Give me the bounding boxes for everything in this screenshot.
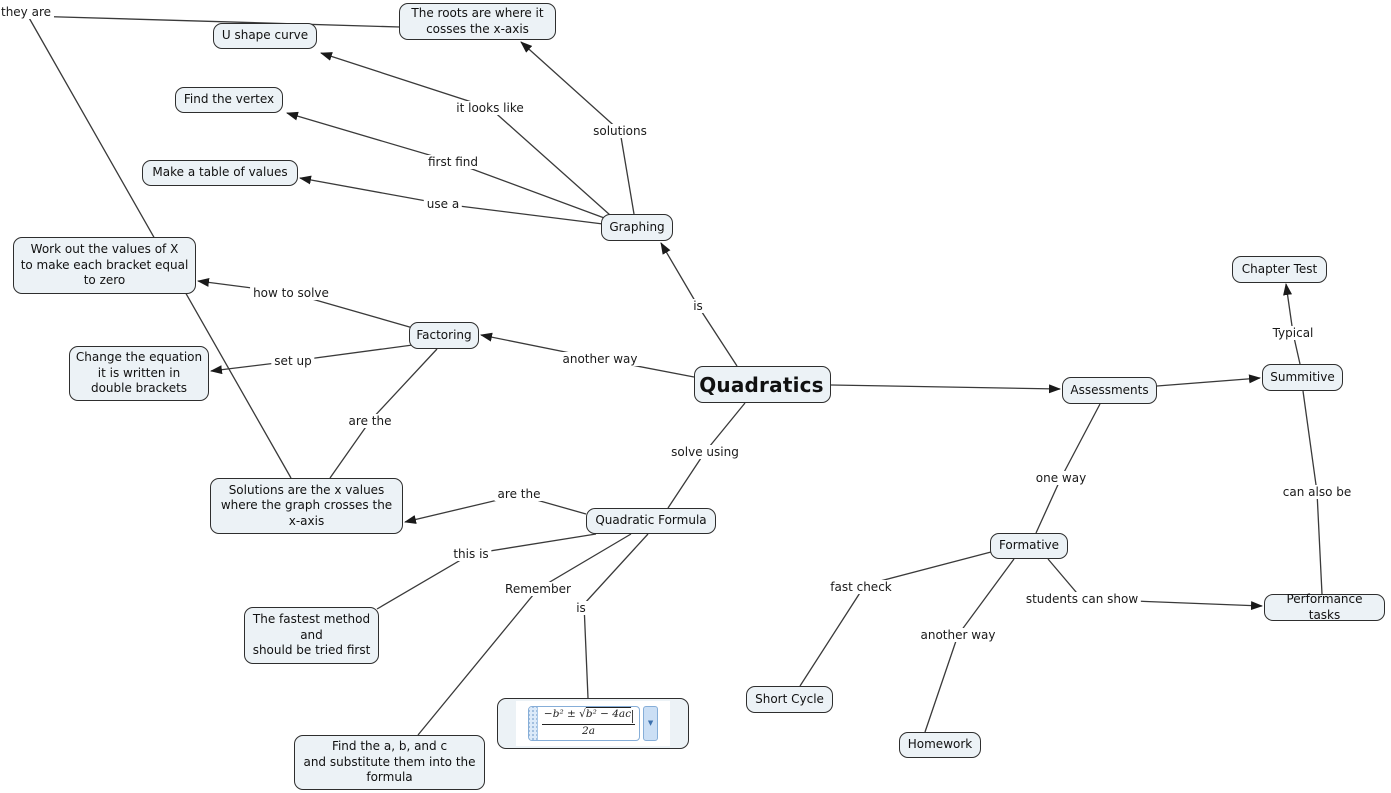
link-label-are-the-1[interactable]: are the (345, 414, 395, 428)
node-fastest-method[interactable]: The fastest method and should be tried f… (244, 607, 379, 664)
node-label: Quadratic Formula (595, 513, 707, 528)
node-summitive[interactable]: Summitive (1262, 364, 1343, 391)
link-label-typical[interactable]: Typical (1269, 326, 1317, 340)
node-label: Formative (998, 538, 1060, 553)
node-solutions-x-values[interactable]: Solutions are the x values where the gra… (210, 478, 403, 534)
node-u-shape[interactable]: U shape curve (213, 23, 317, 49)
formula-lead: −b² ± (543, 708, 576, 721)
node-quadratics[interactable]: Quadratics (694, 366, 831, 403)
node-table-of-values[interactable]: Make a table of values (142, 160, 298, 186)
node-label: Find the vertex (183, 92, 275, 107)
formula-numerator: −b² ± √b² − 4ac (541, 708, 636, 726)
formula-radicand: b² − 4ac (585, 708, 632, 721)
node-label: Chapter Test (1241, 261, 1318, 276)
link-label-solutions[interactable]: solutions (590, 124, 650, 138)
link-label-first-find[interactable]: first find (424, 155, 482, 169)
node-label: U shape curve (221, 28, 309, 43)
link-label-another-way-1[interactable]: another way (559, 352, 641, 366)
node-label: Factoring (416, 327, 472, 342)
link-label-set-up[interactable]: set up (271, 354, 315, 368)
node-label: Find the a, b, and c and substitute them… (303, 739, 476, 785)
node-quadratic-formula[interactable]: Quadratic Formula (586, 508, 716, 534)
node-label: Change the equation it is written in dou… (75, 350, 203, 396)
link-label-remember[interactable]: Remember (502, 582, 574, 596)
node-label: Make a table of values (152, 165, 288, 180)
edge-quadratic-formula-to-formula-image (583, 533, 649, 699)
edge-formative-to-homework (924, 558, 1015, 733)
node-label: Performance tasks (1286, 591, 1363, 622)
link-label-are-the-2[interactable]: are the (494, 487, 544, 501)
node-work-out[interactable]: Work out the values of X to make each br… (13, 237, 196, 294)
edge-assessments-to-formative (1035, 403, 1101, 534)
node-chapter-test[interactable]: Chapter Test (1232, 256, 1327, 283)
edge-formative-to-short-cycle (799, 551, 992, 687)
edge-assessments-to-summitive (1156, 374, 1261, 387)
link-label-it-looks-like[interactable]: it looks like (453, 101, 527, 115)
node-label: Short Cycle (755, 691, 824, 706)
link-label-is-2[interactable]: is (573, 601, 589, 615)
node-label: Graphing (609, 219, 665, 234)
chevron-down-icon: ▼ (647, 718, 654, 727)
node-label: Homework (907, 737, 973, 752)
link-label-is-1[interactable]: is (690, 299, 706, 313)
link-label-use-a[interactable]: use a (423, 197, 463, 211)
equation-cursor (632, 710, 634, 724)
edge-summitive-to-chapter-test (1283, 283, 1301, 365)
node-assessments[interactable]: Assessments (1062, 377, 1157, 404)
node-find-abc[interactable]: Find the a, b, and c and substitute them… (294, 735, 485, 790)
edge-quadratic-formula-to-fastest-method (376, 533, 597, 610)
node-change-equation[interactable]: Change the equation it is written in dou… (69, 346, 209, 401)
link-label-students-can-show[interactable]: students can show (1022, 592, 1142, 606)
node-label: Quadratics (699, 372, 824, 397)
node-factoring[interactable]: Factoring (409, 322, 479, 349)
equation-handle-icon[interactable] (528, 707, 538, 740)
link-label-they-are[interactable]: they are (0, 5, 55, 19)
node-performance-tasks[interactable]: Performance tasks (1264, 591, 1385, 622)
node-homework[interactable]: Homework (899, 732, 981, 758)
equation-dropdown-button[interactable]: ▼ (643, 706, 659, 741)
edge-graphing-to-u-shape (320, 52, 611, 216)
link-label-fast-check[interactable]: fast check (827, 580, 895, 594)
node-label: The fastest method and should be tried f… (252, 612, 371, 658)
node-label: Assessments (1070, 382, 1149, 397)
node-graphing[interactable]: Graphing (601, 214, 673, 241)
node-short-cycle[interactable]: Short Cycle (746, 686, 833, 713)
node-label: Work out the values of X to make each br… (20, 242, 189, 288)
link-label-this-is[interactable]: this is (450, 547, 492, 561)
link-label-how-to-solve[interactable]: how to solve (250, 286, 332, 300)
sqrt-icon: √ (579, 708, 586, 721)
link-label-another-way-2[interactable]: another way (917, 628, 999, 642)
link-label-one-way[interactable]: one way (1032, 471, 1090, 485)
node-vertex[interactable]: Find the vertex (175, 87, 283, 113)
link-label-solve-using[interactable]: solve using (668, 445, 742, 459)
link-label-can-also-be[interactable]: can also be (1279, 485, 1355, 499)
node-label: Solutions are the x values where the gra… (220, 482, 393, 528)
node-label: Summitive (1270, 369, 1335, 384)
formula-denominator: 2a (582, 725, 595, 738)
node-formative[interactable]: Formative (990, 533, 1068, 559)
node-roots[interactable]: The roots are where it cosses the x-axis (399, 3, 556, 40)
edge-quadratics-to-assessments (830, 384, 1061, 394)
node-label: The roots are where it cosses the x-axis (411, 5, 544, 36)
edge-factoring-to-change-equation (210, 343, 421, 375)
